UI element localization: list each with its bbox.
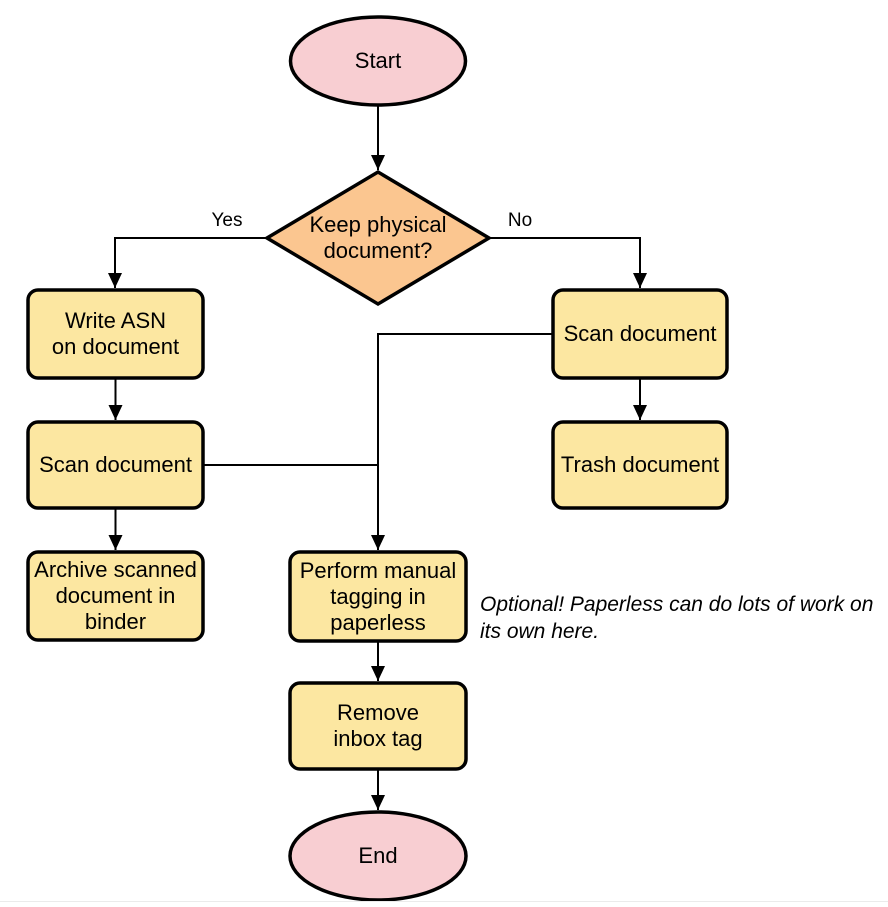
scan-right-node-label: Scan document: [563, 321, 717, 346]
connectors: [108, 105, 647, 810]
edge-label-no: No: [507, 210, 533, 231]
nodes: [26, 15, 729, 902]
decision-node-label: Keep physical document?: [309, 212, 447, 263]
scan-right-node-shape: [551, 288, 729, 380]
perform-tagging-node-shape: [288, 550, 468, 643]
perform-tagging-node-label: Perform manual tagging in paperless: [299, 557, 457, 635]
optional-annotation: Optional! Paperless can do lots of work …: [480, 593, 874, 643]
archive-node-label: Archive scanned document in binder: [34, 557, 197, 634]
decision-node-shape: [263, 169, 493, 307]
edge-decision-yes: [108, 237, 267, 288]
edge-label-yes: Yes: [211, 210, 243, 231]
edge-decision-no: [489, 237, 647, 288]
trash-node-label: Trash document: [560, 452, 720, 477]
write-asn-node-shape: [26, 288, 205, 380]
start-node-shape: [288, 15, 468, 107]
scan-left-node-shape: [26, 420, 205, 510]
remove-inbox-node-label: Remove inbox tag: [333, 700, 423, 751]
end-node-shape: [288, 810, 468, 902]
edge-scanright-to-tagging: [371, 333, 553, 550]
page-bottom-border: [0, 901, 888, 902]
archive-node-shape: [26, 550, 205, 642]
trash-node-shape: [551, 420, 729, 510]
remove-inbox-node-shape: [288, 681, 468, 771]
end-node-label: End: [358, 843, 398, 868]
start-node-label: Start: [354, 48, 402, 73]
write-asn-node-label: Write ASN on document: [51, 308, 180, 359]
scan-left-node-label: Scan document: [39, 452, 192, 477]
